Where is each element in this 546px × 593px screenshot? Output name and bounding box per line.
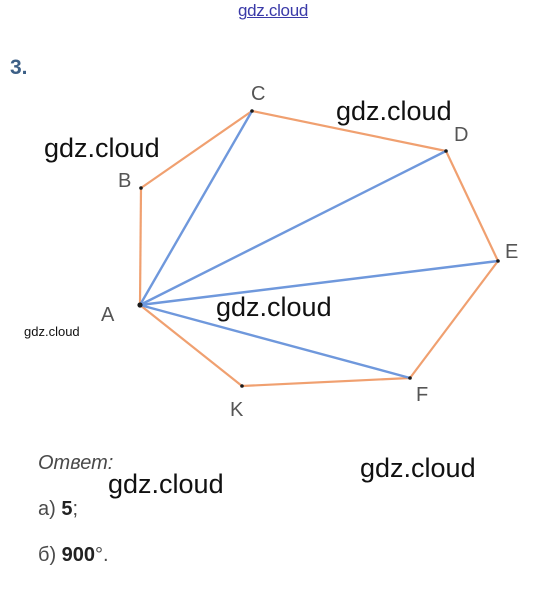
edge-ab	[138, 187, 143, 306]
edge-ka	[139, 304, 243, 387]
answer-b-suffix: °.	[95, 544, 109, 566]
watermark: gdz.cloud	[108, 469, 224, 499]
watermark: gdz.cloud	[336, 96, 452, 126]
point-f	[408, 376, 412, 380]
answer-heading: Ответ:	[38, 452, 114, 474]
point-d	[444, 149, 448, 153]
vertex-points	[137, 109, 500, 388]
watermark: gdz.cloud	[44, 133, 160, 163]
label-c: C	[251, 83, 265, 105]
label-f: F	[416, 384, 428, 406]
point-k	[240, 384, 244, 388]
label-a: A	[101, 304, 115, 326]
problem-number: 3.	[10, 56, 28, 79]
edge-bc	[140, 110, 253, 189]
watermark-top[interactable]: gdz.cloud	[237, 1, 309, 20]
label-b: B	[118, 170, 131, 192]
polygon-edges	[138, 109, 499, 388]
label-e: E	[505, 241, 518, 263]
watermark: gdz.cloud	[360, 453, 476, 483]
answer-b-prefix: б)	[38, 544, 62, 566]
diagonal-ae	[138, 259, 500, 307]
label-k: K	[230, 399, 244, 421]
answer-a: а) 5;	[38, 498, 78, 521]
edge-ef	[409, 260, 499, 379]
diagonal-ad	[138, 149, 448, 307]
answer-a-prefix: а)	[38, 498, 62, 520]
watermark: gdz.cloud	[216, 292, 332, 322]
point-a	[137, 302, 143, 308]
point-e	[496, 259, 500, 263]
diagonals	[138, 109, 500, 380]
diagonal-ac	[138, 109, 254, 307]
edge-cd	[251, 109, 447, 153]
answer-a-suffix: ;	[72, 498, 79, 520]
edge-de	[445, 150, 499, 262]
watermark: gdz.cloud	[24, 324, 80, 339]
point-b	[139, 186, 143, 190]
point-c	[250, 109, 254, 113]
answer-b-value: 900	[61, 544, 96, 566]
answer-b: б) 900°.	[38, 544, 109, 567]
edge-fk	[241, 376, 411, 388]
answer-a-value: 5	[61, 498, 73, 520]
diagonal-af	[138, 303, 412, 380]
label-d: D	[454, 124, 468, 146]
